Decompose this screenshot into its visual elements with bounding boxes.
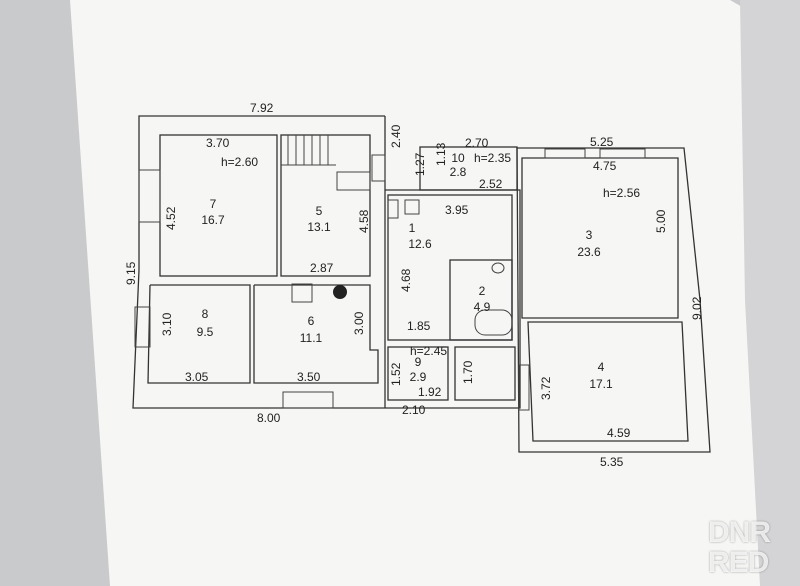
svg-text:2.70: 2.70 (465, 136, 489, 150)
svg-text:3.95: 3.95 (445, 203, 469, 217)
svg-text:4: 4 (598, 360, 605, 374)
boiler-icon (333, 285, 347, 299)
svg-text:3.70: 3.70 (206, 136, 230, 150)
svg-text:4.52: 4.52 (164, 206, 178, 230)
svg-text:5.00: 5.00 (654, 209, 668, 233)
room-5-outline (280, 134, 371, 277)
svg-text:4.59: 4.59 (607, 426, 631, 440)
dimension-labels: 7.92 3.70 4.52 9.15 4.58 2.87 2.40 3.10 … (124, 101, 704, 469)
paper-sheet (70, 0, 800, 586)
svg-text:2: 2 (479, 284, 486, 298)
svg-text:9.02: 9.02 (690, 296, 704, 320)
svg-text:1.70: 1.70 (461, 360, 475, 384)
svg-text:1.13: 1.13 (434, 142, 448, 166)
svg-text:4.9: 4.9 (474, 300, 491, 314)
svg-text:2.9: 2.9 (410, 370, 427, 384)
svg-text:8.00: 8.00 (257, 411, 281, 425)
svg-text:7.92: 7.92 (250, 101, 274, 115)
svg-text:4.68: 4.68 (399, 268, 413, 292)
room-6-outline (253, 284, 379, 384)
watermark-line-1: DNR (708, 516, 771, 549)
svg-text:17.1: 17.1 (589, 377, 613, 391)
room-4-outline (527, 321, 689, 442)
room-labels: 1 12.6 2 4.9 3 23.6 4 17.1 5 13.1 6 11.1 7 16.7… (197, 151, 613, 391)
svg-text:5: 5 (316, 204, 323, 218)
svg-text:1.52: 1.52 (389, 362, 403, 386)
background-fabric (740, 0, 800, 586)
svg-text:2.8: 2.8 (450, 165, 467, 179)
svg-text:9.15: 9.15 (124, 261, 138, 285)
watermark-logo: DNR RED (708, 518, 790, 578)
svg-text:2.87: 2.87 (310, 261, 334, 275)
svg-text:4.75: 4.75 (593, 159, 617, 173)
svg-text:7: 7 (210, 197, 217, 211)
svg-text:h=2.35: h=2.35 (474, 151, 511, 165)
toilet-icon (491, 262, 505, 274)
radiator-icon (387, 199, 399, 219)
svg-text:6: 6 (308, 314, 315, 328)
svg-text:8: 8 (202, 307, 209, 321)
svg-text:h=2.56: h=2.56 (603, 186, 640, 200)
svg-text:23.6: 23.6 (577, 245, 601, 259)
svg-text:5.35: 5.35 (600, 455, 624, 469)
svg-text:3.72: 3.72 (539, 376, 553, 400)
svg-text:3.10: 3.10 (160, 312, 174, 336)
svg-text:h=2.60: h=2.60 (221, 155, 258, 169)
svg-text:5.25: 5.25 (590, 135, 614, 149)
stove-icon (291, 283, 313, 303)
svg-text:1.85: 1.85 (407, 319, 431, 333)
svg-text:12.6: 12.6 (408, 237, 432, 251)
walls (132, 115, 711, 453)
svg-text:13.1: 13.1 (307, 220, 331, 234)
svg-text:2.40: 2.40 (389, 124, 403, 148)
room-8-outline (147, 284, 251, 384)
svg-text:2.52: 2.52 (479, 177, 503, 191)
watermark-line-2: RED (708, 546, 769, 579)
svg-text:11.1: 11.1 (300, 331, 323, 345)
svg-text:9.5: 9.5 (197, 325, 214, 339)
height-labels: h=2.60 h=2.56 h=2.35 h=2.45 (221, 151, 640, 358)
gas-meter-icon (404, 199, 420, 215)
bathtub-icon (474, 309, 513, 336)
svg-text:2.10: 2.10 (402, 403, 426, 417)
svg-text:1.92: 1.92 (418, 385, 442, 399)
svg-text:3.05: 3.05 (185, 370, 209, 384)
svg-text:1.27: 1.27 (413, 152, 427, 176)
svg-text:9: 9 (415, 355, 422, 369)
svg-text:4.58: 4.58 (357, 209, 371, 233)
svg-text:h=2.45: h=2.45 (410, 344, 447, 358)
svg-text:10: 10 (451, 151, 465, 165)
svg-text:3.50: 3.50 (297, 370, 321, 384)
svg-text:3: 3 (586, 228, 593, 242)
svg-text:1: 1 (409, 221, 416, 235)
landing-outline (454, 346, 516, 401)
svg-text:16.7: 16.7 (201, 213, 225, 227)
room-2-outline (449, 259, 513, 341)
room-9-outline (387, 346, 449, 401)
svg-text:3.00: 3.00 (352, 311, 366, 335)
